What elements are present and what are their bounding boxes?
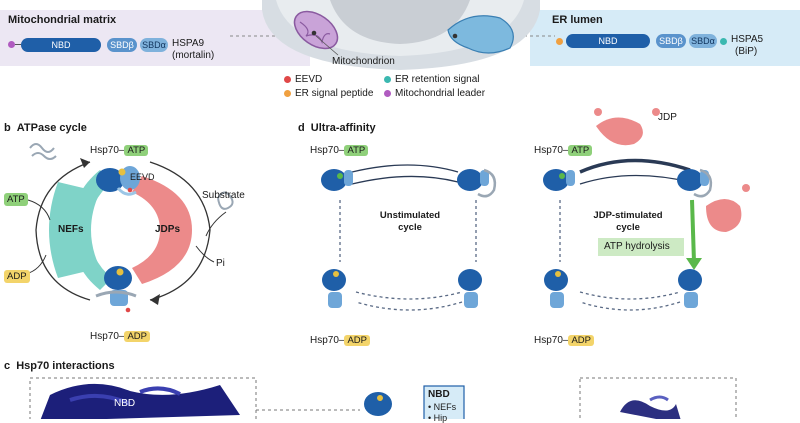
eevd-dot	[284, 75, 291, 83]
legend-item-er-signal: ER signal peptide	[284, 88, 373, 99]
hsp70-small-icon	[364, 392, 392, 416]
atp-badge: ATP	[344, 145, 369, 156]
nbd-box-title: NBD	[428, 389, 450, 400]
nbd-box-item-hip: • Hip	[428, 413, 448, 423]
hspa9-sbd-beta-domain: SBDβ	[107, 38, 137, 52]
panel-b-substrate: Substrate	[202, 190, 245, 201]
hsp70-adp-bottom	[95, 266, 137, 313]
legend-item-eevd: EEVD	[284, 74, 322, 85]
panel-c-nbd-label: NBD	[114, 398, 136, 409]
nbd-structure	[40, 383, 240, 419]
hsp70-atp-top	[96, 166, 140, 196]
mitochondrial-matrix-title: Mitochondrial matrix	[8, 14, 117, 26]
nefs-label: NEFs	[58, 224, 84, 235]
panel-b-adp-tag: ADP	[4, 270, 30, 283]
panel-b-pi: Pi	[216, 258, 225, 269]
mitochondrion-label: Mitochondrion	[332, 56, 395, 67]
panel-d-left-bottom-hsp70: Hsp70–ADP	[310, 334, 371, 347]
mito-linker	[15, 44, 21, 45]
hspa5-sbd-beta-domain: SBDβ	[656, 34, 686, 48]
jdp-label: JDP	[658, 112, 677, 123]
hspa5-name: HSPA5	[731, 34, 764, 45]
er-retention-dot	[720, 38, 727, 45]
er-lumen-title: ER lumen	[552, 14, 603, 26]
hspa9-name: HSPA9	[172, 38, 205, 49]
panel-d-left-top-hsp70: Hsp70–ATP	[310, 144, 369, 157]
panel-d-right-top-hsp70: Hsp70–ATP	[534, 144, 593, 157]
adp-badge: ADP	[568, 335, 595, 346]
atp-badge: ATP	[124, 145, 149, 156]
mito-leader-dot	[8, 41, 15, 48]
atp-hydrolysis-banner	[598, 238, 684, 256]
mitochondrion-icon	[293, 10, 339, 50]
atp-hydrolysis-label: ATP hydrolysis	[604, 241, 670, 252]
jdps-crescent	[132, 176, 192, 284]
mito-leader-legend-dot	[384, 89, 391, 97]
hspa9-nbd-domain: NBD	[21, 38, 101, 52]
hspa5-nbd-domain: NBD	[566, 34, 650, 48]
legend-item-er-retention: ER retention signal	[384, 74, 480, 85]
unstimulated-cycle-label: Unstimulated cycle	[379, 210, 441, 233]
atp-badge: ATP	[568, 145, 593, 156]
hspa9-sbd-alpha-domain: SBDα	[140, 38, 168, 52]
hspa9-alias: (mortalin)	[172, 50, 215, 61]
adp-badge: ADP	[124, 331, 151, 342]
panel-b-hsp70-adp: Hsp70–ADP	[90, 330, 151, 343]
hspa5-sbd-alpha-domain: SBDα	[689, 34, 717, 48]
er-signal-dot	[556, 38, 563, 45]
jdp-stimulated-cycle-label: JDP-stimulated cycle	[593, 210, 663, 233]
legend-item-mito-leader: Mitochondrial leader	[384, 88, 485, 99]
jdps-label: JDPs	[155, 224, 181, 235]
panel-d-right-bottom-hsp70: Hsp70–ADP	[534, 334, 595, 347]
er-retention-legend-dot	[384, 75, 391, 83]
nbd-box-item-nefs: • NEFs	[428, 402, 457, 412]
jdp-shape	[596, 117, 643, 146]
panel-b-atp-tag: ATP	[4, 193, 28, 206]
panel-b-title: b ATPase cycle	[4, 122, 87, 134]
panel-c-title: c Hsp70 interactions	[4, 360, 115, 372]
hspa5-alias: (BiP)	[735, 46, 758, 57]
panel-b-eevd-label: EEVD	[130, 172, 155, 182]
er-signal-legend-dot	[284, 89, 291, 97]
adp-badge: ADP	[344, 335, 371, 346]
panel-d-title: d Ultra-affinity	[298, 122, 376, 134]
panel-b-hsp70-atp: Hsp70–ATP	[90, 144, 149, 157]
